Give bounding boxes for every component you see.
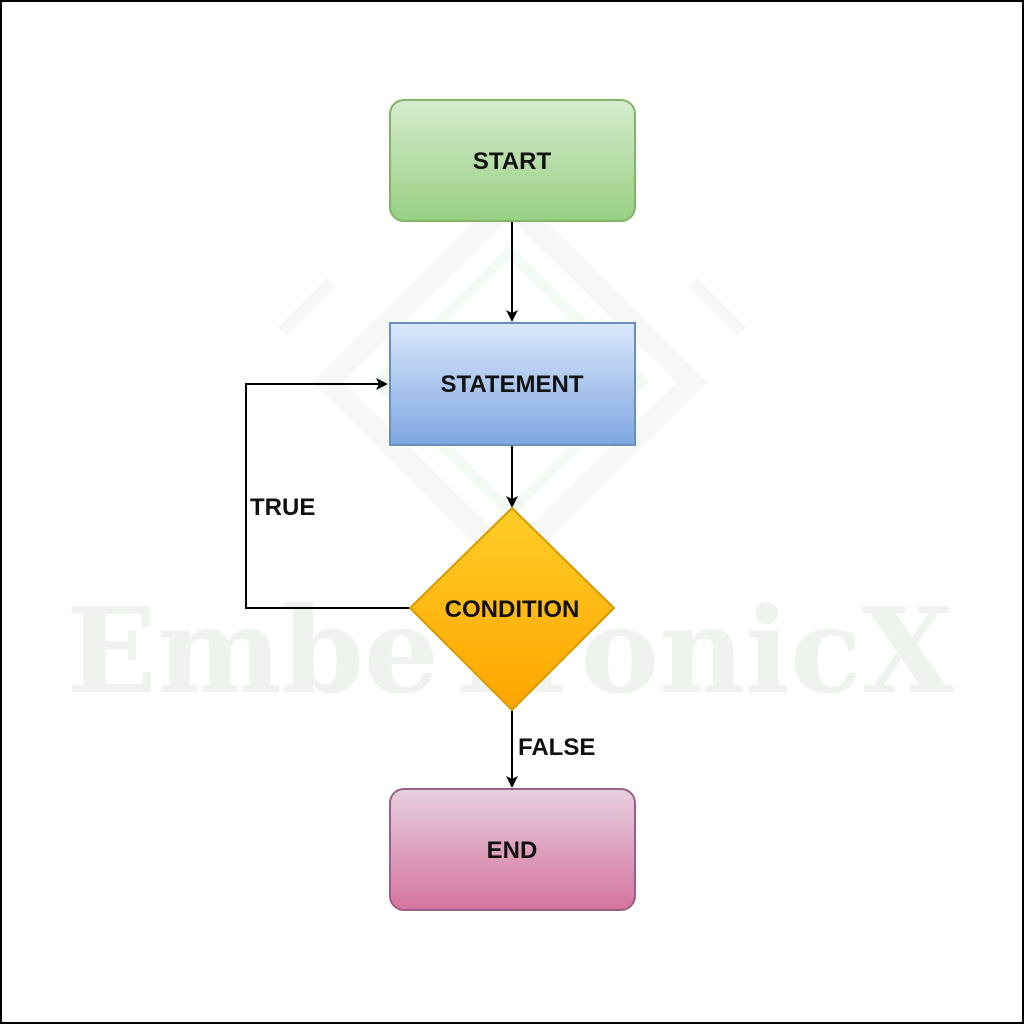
statement-label: STATEMENT <box>440 371 583 398</box>
condition-node: CONDITION <box>408 506 616 712</box>
statement-node: STATEMENT <box>389 322 636 446</box>
start-node: START <box>389 99 636 222</box>
end-label: END <box>487 837 538 864</box>
start-label: START <box>473 148 552 175</box>
connectors <box>245 222 518 788</box>
end-node: END <box>389 788 636 911</box>
true-loop-arrow <box>245 378 410 609</box>
condition-label: CONDITION <box>445 596 580 623</box>
false-edge-label: FALSE <box>518 734 595 761</box>
true-edge-label: TRUE <box>250 494 315 521</box>
